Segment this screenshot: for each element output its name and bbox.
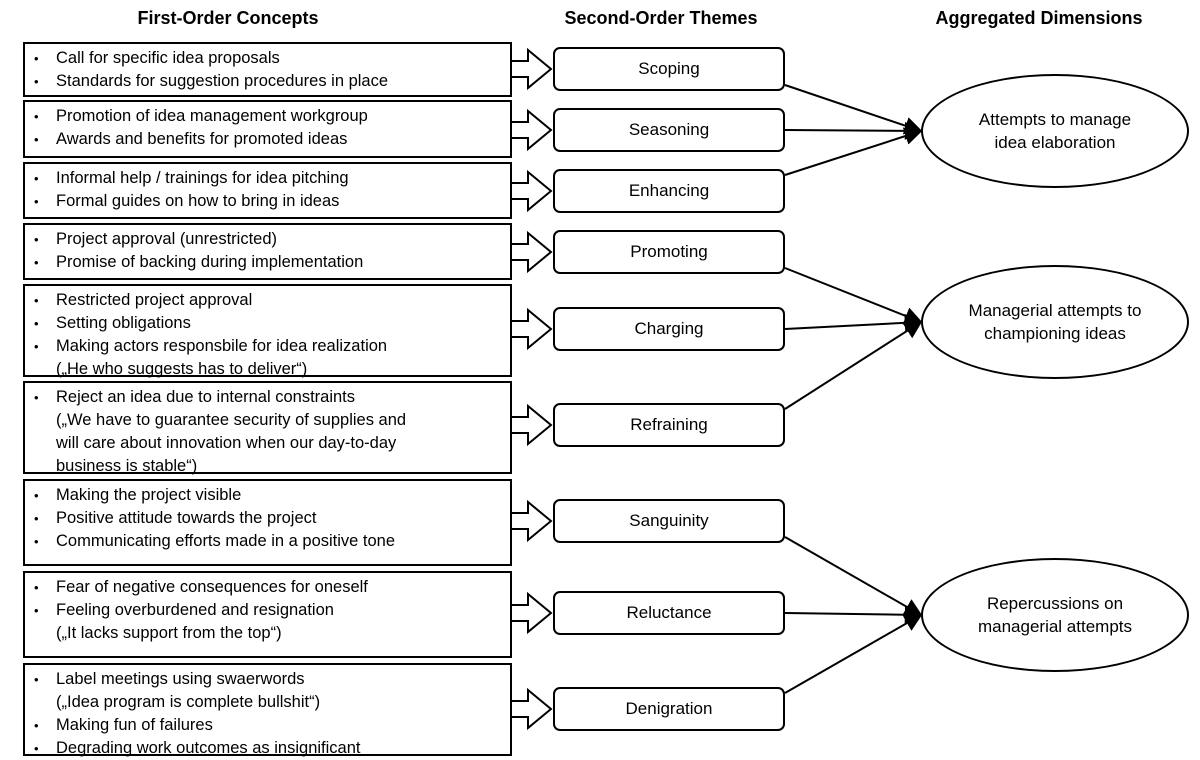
block-arrow <box>512 591 553 635</box>
concept-bullet: Promotion of idea management workgroup <box>33 105 504 128</box>
connector-line <box>784 127 923 176</box>
dimension-ellipse: Attempts to manage idea elaboration <box>921 74 1189 188</box>
dimension-label: Managerial attempts to championing ideas <box>968 301 1142 343</box>
concept-bullet: Project approval (unrestricted) <box>33 228 504 251</box>
dimension-ellipse: Repercussions on managerial attempts <box>921 558 1189 672</box>
concept-bullet: Fear of negative consequences for onesel… <box>33 576 504 599</box>
concept-bullet: Making the project visible <box>33 484 504 507</box>
concept-bullet: Formal guides on how to bring in ideas <box>33 190 504 213</box>
connector-line <box>784 121 923 140</box>
concept-box: Restricted project approvalSetting oblig… <box>23 284 512 378</box>
theme-charging: Charging <box>553 307 785 351</box>
theme-promoting: Promoting <box>553 230 785 274</box>
connector-line <box>784 321 923 410</box>
theme-refraining: Refraining <box>553 403 785 447</box>
concept-bullet: Call for specific idea proposals <box>33 47 504 70</box>
concept-box: Label meetings using swaerwords („Idea pr… <box>23 663 512 760</box>
concept-bullet: Feeling overburdened and resignation <box>33 599 504 622</box>
theme-denigration: Denigration <box>553 687 785 731</box>
concept-bullet: Communicating efforts made in a positive… <box>33 530 504 553</box>
concept-bullet: Making actors responsbile for idea reali… <box>33 335 504 358</box>
block-arrow <box>512 403 553 447</box>
concept-quote: („Idea program is complete bullshit“) <box>56 693 321 711</box>
concept-box: Making the project visiblePositive attit… <box>23 479 512 566</box>
block-arrow <box>512 687 553 731</box>
theme-seasoning: Seasoning <box>553 108 785 152</box>
concept-box: Project approval (unrestricted)Promise o… <box>23 223 512 280</box>
aggregated-header: Aggregated Dimensions <box>935 8 1143 28</box>
concept-box: Reject an idea due to internal constrain… <box>23 381 512 475</box>
block-arrow <box>512 47 553 91</box>
theme-reluctance: Reluctance <box>553 591 785 635</box>
concept-bullet: Label meetings using swaerwords <box>33 668 504 691</box>
concept-quote: („He who suggests has to deliver“) <box>56 360 308 378</box>
concept-bullet: Informal help / trainings for idea pitch… <box>33 167 504 190</box>
concept-box: Fear of negative consequences for onesel… <box>23 571 512 658</box>
block-arrow <box>512 108 553 152</box>
concept-quote: („We have to guarantee security of suppl… <box>56 411 407 429</box>
concept-bullet: Reject an idea due to internal constrain… <box>33 386 504 409</box>
concept-quote: („It lacks support from the top“) <box>56 624 282 642</box>
block-arrow <box>512 307 553 351</box>
connector-line <box>784 536 923 616</box>
dimension-label: Repercussions on managerial attempts <box>977 594 1133 636</box>
block-arrow <box>512 499 553 543</box>
block-arrow <box>512 230 553 274</box>
concept-box: Informal help / trainings for idea pitch… <box>23 162 512 219</box>
dimension-label: Attempts to manage idea elaboration <box>978 110 1132 152</box>
concept-box: Call for specific idea proposalsStandard… <box>23 42 512 97</box>
concept-quote: will care about innovation when our day-… <box>56 434 397 452</box>
concept-bullet: Making fun of failures <box>33 714 504 737</box>
theme-enhancing: Enhancing <box>553 169 785 213</box>
connector-line <box>784 313 923 332</box>
theme-scoping: Scoping <box>553 47 785 91</box>
connector-line <box>784 605 923 624</box>
theme-sanguinity: Sanguinity <box>553 499 785 543</box>
concept-bullet: Standards for suggestion procedures in p… <box>33 70 504 93</box>
concept-bullet: Restricted project approval <box>33 289 504 312</box>
concept-quote: business is stable“) <box>56 457 198 475</box>
block-arrow <box>512 169 553 213</box>
concept-bullet: Setting obligations <box>33 312 504 335</box>
connector-line <box>784 84 923 135</box>
dimension-ellipse: Managerial attempts to championing ideas <box>921 265 1189 379</box>
concept-box: Promotion of idea management workgroupAw… <box>23 100 512 158</box>
connector-line <box>784 267 923 325</box>
concept-bullet: Promise of backing during implementation <box>33 251 504 274</box>
first-order-header: First-Order Concepts <box>137 8 319 28</box>
concept-bullet: Degrading work outcomes as insignificant <box>33 737 504 760</box>
connector-line <box>784 614 923 694</box>
second-order-header: Second-Order Themes <box>564 8 758 28</box>
concept-bullet: Positive attitude towards the project <box>33 507 504 530</box>
concept-bullet: Awards and benefits for promoted ideas <box>33 128 504 151</box>
